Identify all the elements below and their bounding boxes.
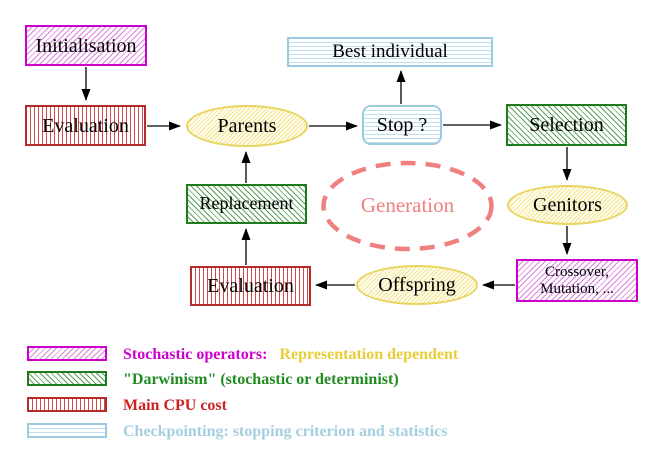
node-best-individual-label: Best individual xyxy=(332,40,448,62)
node-replacement-label: Replacement xyxy=(199,193,294,214)
node-crossover-mutation-line1: Crossover, xyxy=(545,264,609,280)
node-parents: Parents xyxy=(186,105,308,147)
legend-swatch-checkpointing xyxy=(27,423,107,438)
legend-stochastic-extra: Representation dependent xyxy=(279,346,459,363)
node-evaluation-top-label: Evaluation xyxy=(42,114,129,137)
node-stop-label: Stop ? xyxy=(376,114,428,136)
node-genitors: Genitors xyxy=(507,185,628,225)
generation-label: Generation xyxy=(360,193,455,218)
legend-stochastic-label: Stochastic operators: xyxy=(123,346,268,363)
legend-swatch-cpu xyxy=(27,397,107,412)
node-evaluation-bottom: Evaluation xyxy=(190,266,311,306)
node-stop: Stop ? xyxy=(362,105,442,145)
node-genitors-label: Genitors xyxy=(533,194,602,216)
legend-swatch-stochastic xyxy=(27,346,107,361)
node-best-individual: Best individual xyxy=(287,37,493,67)
node-offspring-label: Offspring xyxy=(378,274,456,296)
node-evaluation-bottom-label: Evaluation xyxy=(207,275,294,297)
legend-text-cpu: Main CPU cost xyxy=(123,397,227,414)
node-initialisation: Initialisation xyxy=(25,25,147,66)
legend-text-checkpointing: Checkpointing: stopping criterion and st… xyxy=(123,423,448,440)
node-crossover-mutation: Crossover, Mutation, ... xyxy=(516,259,638,302)
legend-text-darwinism: "Darwinism" (stochastic or determinist) xyxy=(123,371,399,388)
legend-text-stochastic: Stochastic operators: Representation depe… xyxy=(123,346,458,364)
node-initialisation-label: Initialisation xyxy=(35,34,137,57)
node-selection-label: Selection xyxy=(529,114,604,136)
node-evaluation-top: Evaluation xyxy=(25,105,146,146)
node-selection: Selection xyxy=(506,104,627,146)
node-replacement: Replacement xyxy=(186,184,307,224)
legend-swatch-darwinism xyxy=(27,371,107,386)
node-offspring: Offspring xyxy=(356,265,478,305)
node-parents-label: Parents xyxy=(217,115,277,137)
node-crossover-mutation-line2: Mutation, ... xyxy=(540,280,614,297)
